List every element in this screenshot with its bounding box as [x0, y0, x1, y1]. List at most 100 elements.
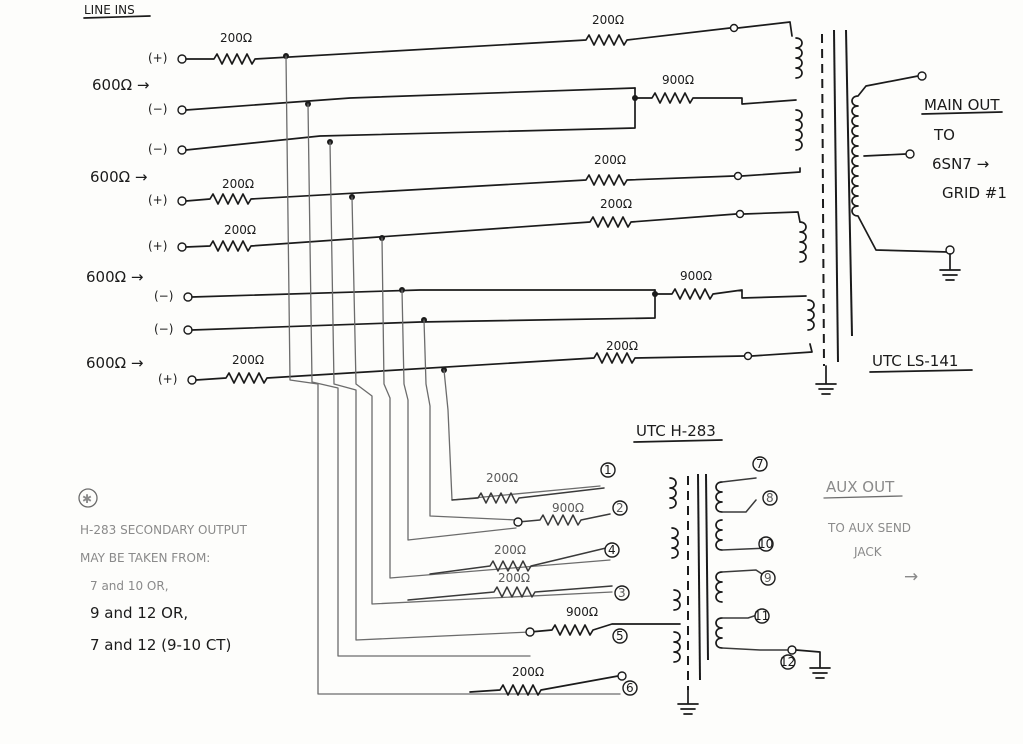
wire-row-8 — [195, 352, 745, 384]
wire-row-4 — [185, 174, 735, 205]
node-row4 — [733, 171, 743, 181]
bus-2 — [307, 103, 531, 657]
pin-label-1: (+) — [148, 51, 167, 65]
pin-label-3: (−) — [148, 142, 167, 156]
h283-core-1 — [697, 473, 701, 681]
aux-wire-pin5 — [529, 623, 681, 636]
bus-8 — [443, 369, 601, 501]
wire-row-3 — [185, 87, 636, 151]
main-input-wiring: 200Ω 200Ω 900Ω 200Ω 200Ω 200Ω 200Ω 900Ω … — [185, 13, 813, 384]
note-line2: MAY BE TAKEN FROM: — [80, 551, 210, 565]
bus-6 — [401, 289, 517, 541]
wire-r900-bottom — [654, 288, 807, 300]
aux-r-label-3: 200Ω — [498, 571, 530, 585]
input-terminal-2 — [177, 105, 187, 115]
pin-11: 11 — [754, 609, 769, 623]
ls141-name: UTC LS-141 — [872, 352, 958, 370]
h283-secondary-pin-numbers: 7 8 10 9 11 12 — [752, 456, 796, 670]
r-label-900-bottom: 900Ω — [680, 269, 712, 283]
ls141-primary-coil — [795, 37, 815, 331]
bus-5 — [381, 237, 611, 579]
aux-out-underline — [823, 495, 903, 499]
bus-4 — [351, 196, 613, 605]
pin-2: 2 — [616, 501, 624, 515]
r-label-row5-a: 200Ω — [224, 223, 256, 237]
aux-wire-pin1 — [451, 487, 605, 504]
aux-r-label-5: 900Ω — [566, 605, 598, 619]
aux-node-2 — [513, 517, 523, 527]
main-out-terminal-mid — [905, 149, 915, 159]
aux-out-line1: TO AUX SEND — [827, 521, 911, 535]
transformer-ls141 — [795, 29, 961, 395]
wire-row-2 — [185, 87, 636, 111]
ls141-secondary-coil — [851, 75, 949, 253]
pin-7: 7 — [756, 457, 764, 471]
ls141-core-ground — [815, 365, 837, 395]
ls141-core-2 — [845, 29, 853, 337]
r-label-row1-b: 200Ω — [592, 13, 624, 27]
input-terminal-1 — [177, 54, 187, 64]
input-terminal-6 — [183, 292, 193, 302]
note-marker-circle — [78, 488, 98, 508]
input-impedance-2: 600Ω → — [90, 168, 147, 186]
ls141-center-tap — [863, 153, 907, 157]
pin-3: 3 — [618, 586, 626, 600]
r-label-row8-b: 200Ω — [606, 339, 638, 353]
aux-out-terminal — [787, 645, 797, 655]
main-out-line2: 6SN7 → — [932, 155, 989, 173]
r-label-row4-a: 200Ω — [222, 177, 254, 191]
aux-r-label-6: 200Ω — [512, 665, 544, 679]
pin-1: 1 — [604, 463, 612, 477]
pin-10: 10 — [758, 537, 773, 551]
h283-core-ground — [677, 689, 699, 715]
r-label-row4-b: 200Ω — [594, 153, 626, 167]
aux-out-arrow: → — [904, 567, 918, 587]
ls141-name-underline — [869, 369, 973, 373]
r-label-row5-b: 200Ω — [600, 197, 632, 211]
pin-9: 9 — [764, 571, 772, 585]
note-line5: 7 and 12 (9-10 CT) — [90, 636, 231, 654]
pin-label-2: (−) — [148, 102, 167, 116]
aux-wire-pin4 — [429, 547, 607, 575]
wire-row-6 — [191, 289, 656, 298]
aux-wire-pin2 — [517, 513, 611, 526]
aux-out-ground — [795, 649, 831, 679]
aux-out-title: AUX OUT — [826, 478, 895, 496]
input-terminal-8 — [187, 375, 197, 385]
h283-name: UTC H-283 — [636, 422, 716, 440]
wire-row-7 — [191, 289, 656, 331]
aux-node-6 — [617, 671, 627, 681]
aux-r-label-4: 200Ω — [494, 543, 526, 557]
r-label-row1-a: 200Ω — [220, 31, 252, 45]
wire-row5-to-coil — [743, 211, 801, 223]
ls141-core-1 — [833, 29, 839, 363]
wire-row-1 — [185, 27, 731, 65]
note-marker: ✱ — [82, 492, 92, 506]
wire-r900-top — [634, 92, 797, 105]
wire-row8-to-coil — [751, 343, 813, 357]
h283-primary-wiring: 200Ω 900Ω 200Ω 200Ω 900Ω 200Ω — [407, 471, 681, 696]
aux-wire-pin3 — [407, 585, 613, 601]
node-row8 — [743, 351, 753, 361]
aux-r-label-1: 200Ω — [486, 471, 518, 485]
pin-4: 4 — [608, 543, 616, 557]
node-row1 — [729, 23, 739, 33]
pin-12: 12 — [780, 655, 795, 669]
h283-primary-coil — [669, 477, 681, 663]
pin-label-5: (+) — [148, 239, 167, 253]
input-terminals: (+) (−) (−) (+) (+) (−) (−) (+) — [148, 51, 197, 386]
pin-5: 5 — [616, 629, 624, 643]
pin-8: 8 — [766, 491, 774, 505]
input-terminal-7 — [183, 325, 193, 335]
pin-label-7: (−) — [154, 322, 173, 336]
main-out-terminal-top — [917, 71, 927, 81]
h283-secondary-leads — [721, 477, 789, 651]
main-out-underline — [921, 111, 1003, 115]
pin-label-6: (−) — [154, 289, 173, 303]
r-label-900-top: 900Ω — [662, 73, 694, 87]
h283-name-underline — [633, 439, 723, 443]
main-out-ground — [939, 253, 961, 281]
node-row5 — [735, 209, 745, 219]
pin-6: 6 — [626, 681, 634, 695]
header-fragment: LINE INS — [84, 3, 135, 17]
